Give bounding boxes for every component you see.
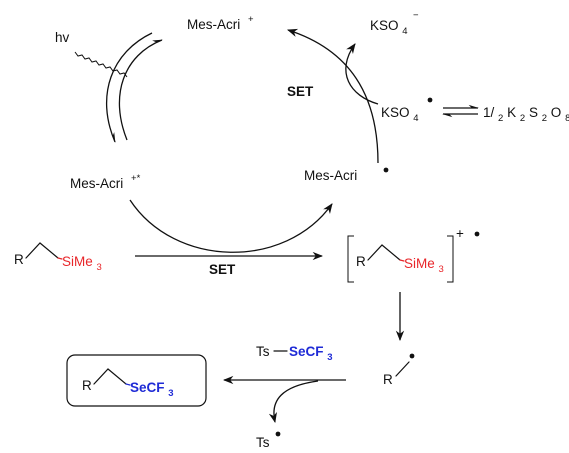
persulfate-o-sub: 8 <box>565 113 569 124</box>
cat-ground-name: Mes-Acri <box>187 17 240 32</box>
radcat-chain <box>367 244 401 261</box>
substrate-si-name: SiMe <box>62 254 93 269</box>
ts-radical-dot <box>275 431 281 437</box>
persulfate-s: S <box>529 105 538 120</box>
product-selenyl: SeCF 3 <box>130 380 174 399</box>
product-se-name: SeCF <box>130 380 165 395</box>
cat-radical: Mes-Acri <box>304 168 357 183</box>
radcat-charge: + <box>456 226 464 241</box>
substrate-chain <box>25 242 59 259</box>
substrate-silyl: SiMe 3 <box>62 254 102 273</box>
substrate-r: R <box>14 252 24 267</box>
radcat-si-bond <box>399 259 405 262</box>
arrow-ts-release <box>268 380 319 424</box>
reagent-se-sub: 3 <box>327 352 332 363</box>
persulfate-k: K <box>507 105 516 120</box>
radcat-radical-dot <box>474 231 480 237</box>
arrow-cycle-right <box>287 28 379 164</box>
radcat-si-sub: 3 <box>439 264 444 275</box>
radcat-r: R <box>356 254 366 269</box>
persulfate-coef: 1/ <box>483 105 495 120</box>
kso4-radical-dot <box>427 97 433 103</box>
cat-ground-state: Mes-Acri + <box>187 14 254 32</box>
product-se-bond <box>125 383 131 386</box>
radcat-silyl: SiMe 3 <box>404 256 444 275</box>
radcat-bracket-right <box>447 235 454 283</box>
reagent-se-name: SeCF <box>289 344 324 359</box>
kso4-anion: KSO 4 <box>370 18 408 37</box>
arrow-cycle-left-outer <box>106 32 153 143</box>
substrate-si-bond <box>57 257 63 260</box>
radcat-bracket-left <box>347 235 354 283</box>
kso4-radical: KSO 4 <box>381 105 419 124</box>
alkyl-radical-dot <box>409 353 415 359</box>
persulfate-k-sub: 2 <box>520 113 525 124</box>
kso4-anion-sub: 4 <box>402 26 407 37</box>
alkyl-r: R <box>383 372 393 387</box>
cat-excited-mark: +* <box>131 173 141 184</box>
kso4-radical-name: KSO <box>381 105 410 120</box>
hv-wavy-line <box>74 51 128 78</box>
persulfate-coef-sub: 2 <box>498 113 503 124</box>
kso4-radical-sub: 4 <box>413 113 418 124</box>
cat-excited-name: Mes-Acri <box>70 176 123 191</box>
persulfate-o: O <box>551 105 562 120</box>
cat-excited-state: Mes-Acri +* <box>70 173 141 191</box>
kso4-anion-charge: − <box>413 10 419 21</box>
set-label-mid: SET <box>209 262 236 277</box>
kso4-anion-name: KSO <box>370 18 399 33</box>
persulfate: 1/ 2 K 2 S 2 O 8 <box>483 105 569 124</box>
product-r: R <box>82 378 92 393</box>
radcat-si-name: SiMe <box>404 256 435 271</box>
cat-radical-dot <box>383 167 389 173</box>
alkyl-bond <box>395 361 410 377</box>
ts-radical: Ts <box>256 435 270 450</box>
persulfate-s-sub: 2 <box>542 113 547 124</box>
arrow-set-bottom-arc <box>129 199 333 253</box>
hv-label: hv <box>55 30 70 45</box>
product-chain <box>93 368 127 385</box>
set-label-top: SET <box>287 84 314 99</box>
reagent-selenyl: SeCF 3 <box>289 344 333 363</box>
arrow-kso4-reduction <box>345 43 379 105</box>
reagent-ts: Ts <box>256 344 270 359</box>
product-box <box>66 354 207 407</box>
substrate-si-sub: 3 <box>97 262 102 273</box>
product-se-sub: 3 <box>168 388 173 399</box>
arrow-cycle-left-inner <box>118 39 163 141</box>
cat-ground-charge: + <box>248 14 254 25</box>
